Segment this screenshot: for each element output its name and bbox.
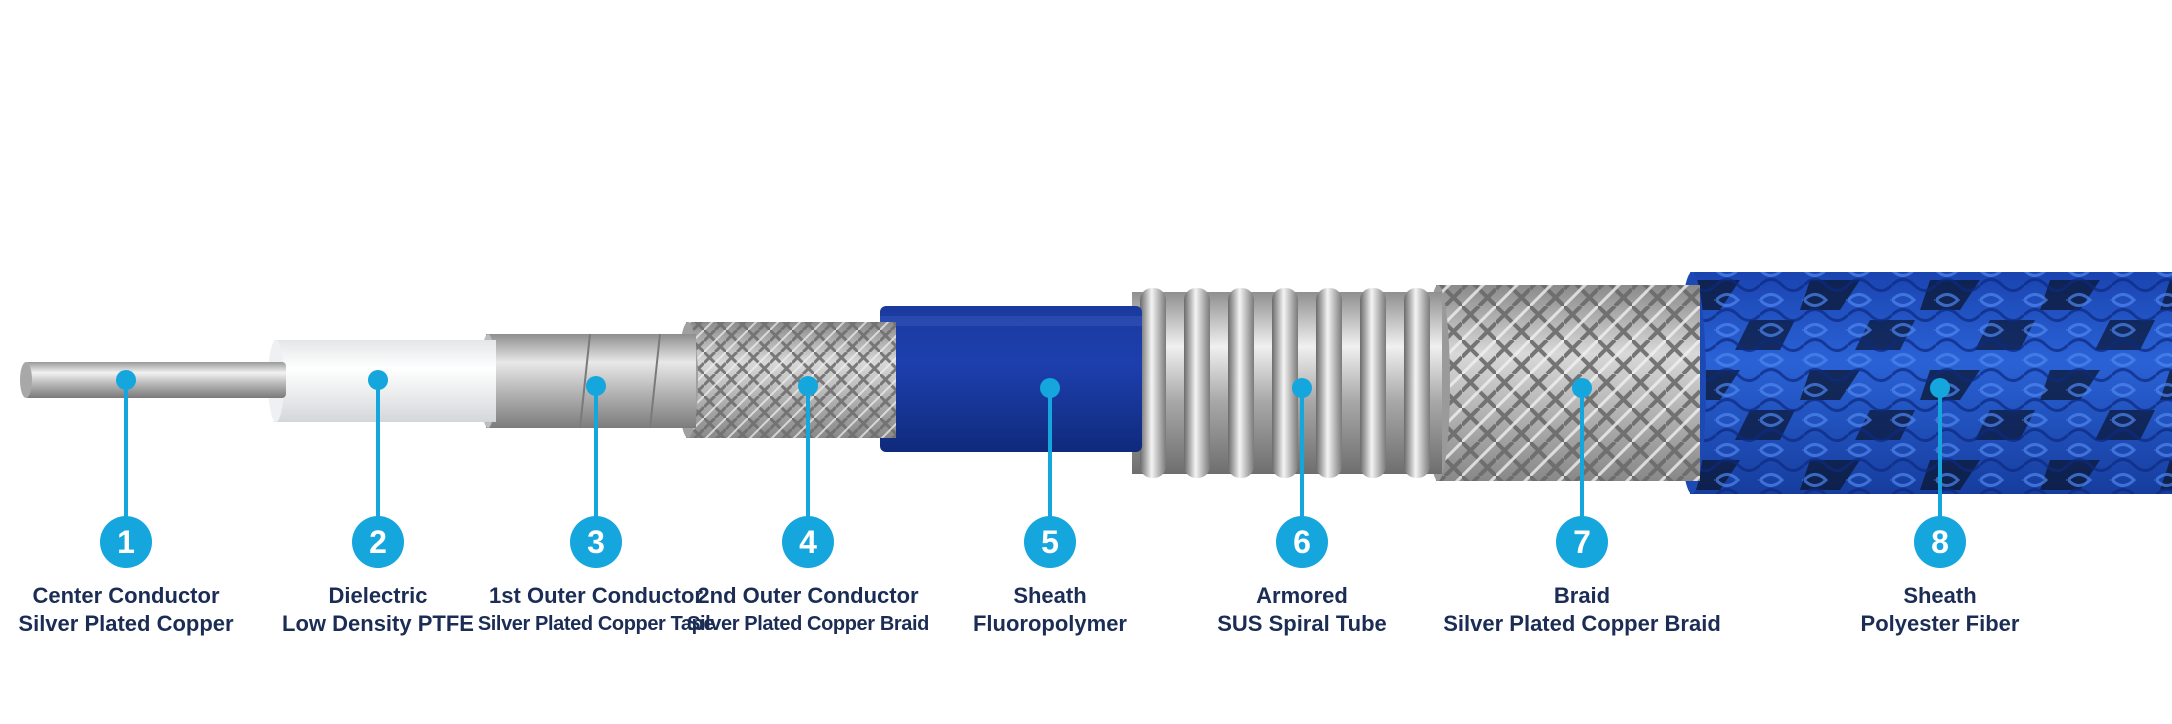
layer-title: Dielectric [328, 583, 428, 608]
layer-material: Fluoropolymer [972, 611, 1127, 636]
layer-material: Low Density PTFE [282, 611, 474, 636]
layer-title: Sheath [1903, 583, 1977, 608]
layer-material: Silver Plated Copper Braid [1443, 611, 1721, 636]
callout-dot-4 [798, 376, 818, 396]
callout-dot-3 [586, 376, 606, 396]
callout-number-badge: 4 [782, 516, 834, 568]
layer-title: Armored [1256, 583, 1348, 608]
layer-title: 1st Outer Conductor [489, 583, 703, 608]
callout-dot-2 [368, 370, 388, 390]
callout-number-badge: 8 [1914, 516, 1966, 568]
layer-title: Sheath [1013, 583, 1087, 608]
callout-dot-1 [116, 370, 136, 390]
layer-material: Polyester Fiber [1860, 611, 2020, 636]
second-outer-conductor-layer [678, 322, 896, 438]
callout-number-badge: 6 [1276, 516, 1328, 568]
callout-dot-6 [1292, 378, 1312, 398]
callout-number-badge: 3 [570, 516, 622, 568]
callout-number-badge: 2 [352, 516, 404, 568]
fluoropolymer-sheath-layer [880, 306, 1142, 452]
callout-dot-5 [1040, 378, 1060, 398]
callout-number-badge: 1 [100, 516, 152, 568]
layer-material: Silver Plated Copper Tape [477, 613, 715, 635]
polyester-fiber-sheath-layer [1678, 272, 2172, 494]
center-conductor-layer [20, 362, 286, 398]
layer-title: 2nd Outer Conductor [697, 583, 919, 608]
layer-title: Braid [1553, 583, 1611, 608]
callout-number-badge: 5 [1024, 516, 1076, 568]
copper-braid-layer [1426, 285, 1700, 481]
layer-title: Center Conductor [32, 583, 220, 608]
armored-spiral-tube-layer [1132, 288, 1442, 478]
layer-material: Silver Plated Copper Braid [687, 613, 929, 635]
callout-dot-8 [1930, 378, 1950, 398]
layer-material: SUS Spiral Tube [1217, 611, 1387, 636]
callout-number-badge: 7 [1556, 516, 1608, 568]
layer-material: Silver Plated Copper [18, 611, 234, 636]
first-outer-conductor-layer [480, 333, 696, 429]
callout-dot-7 [1572, 378, 1592, 398]
